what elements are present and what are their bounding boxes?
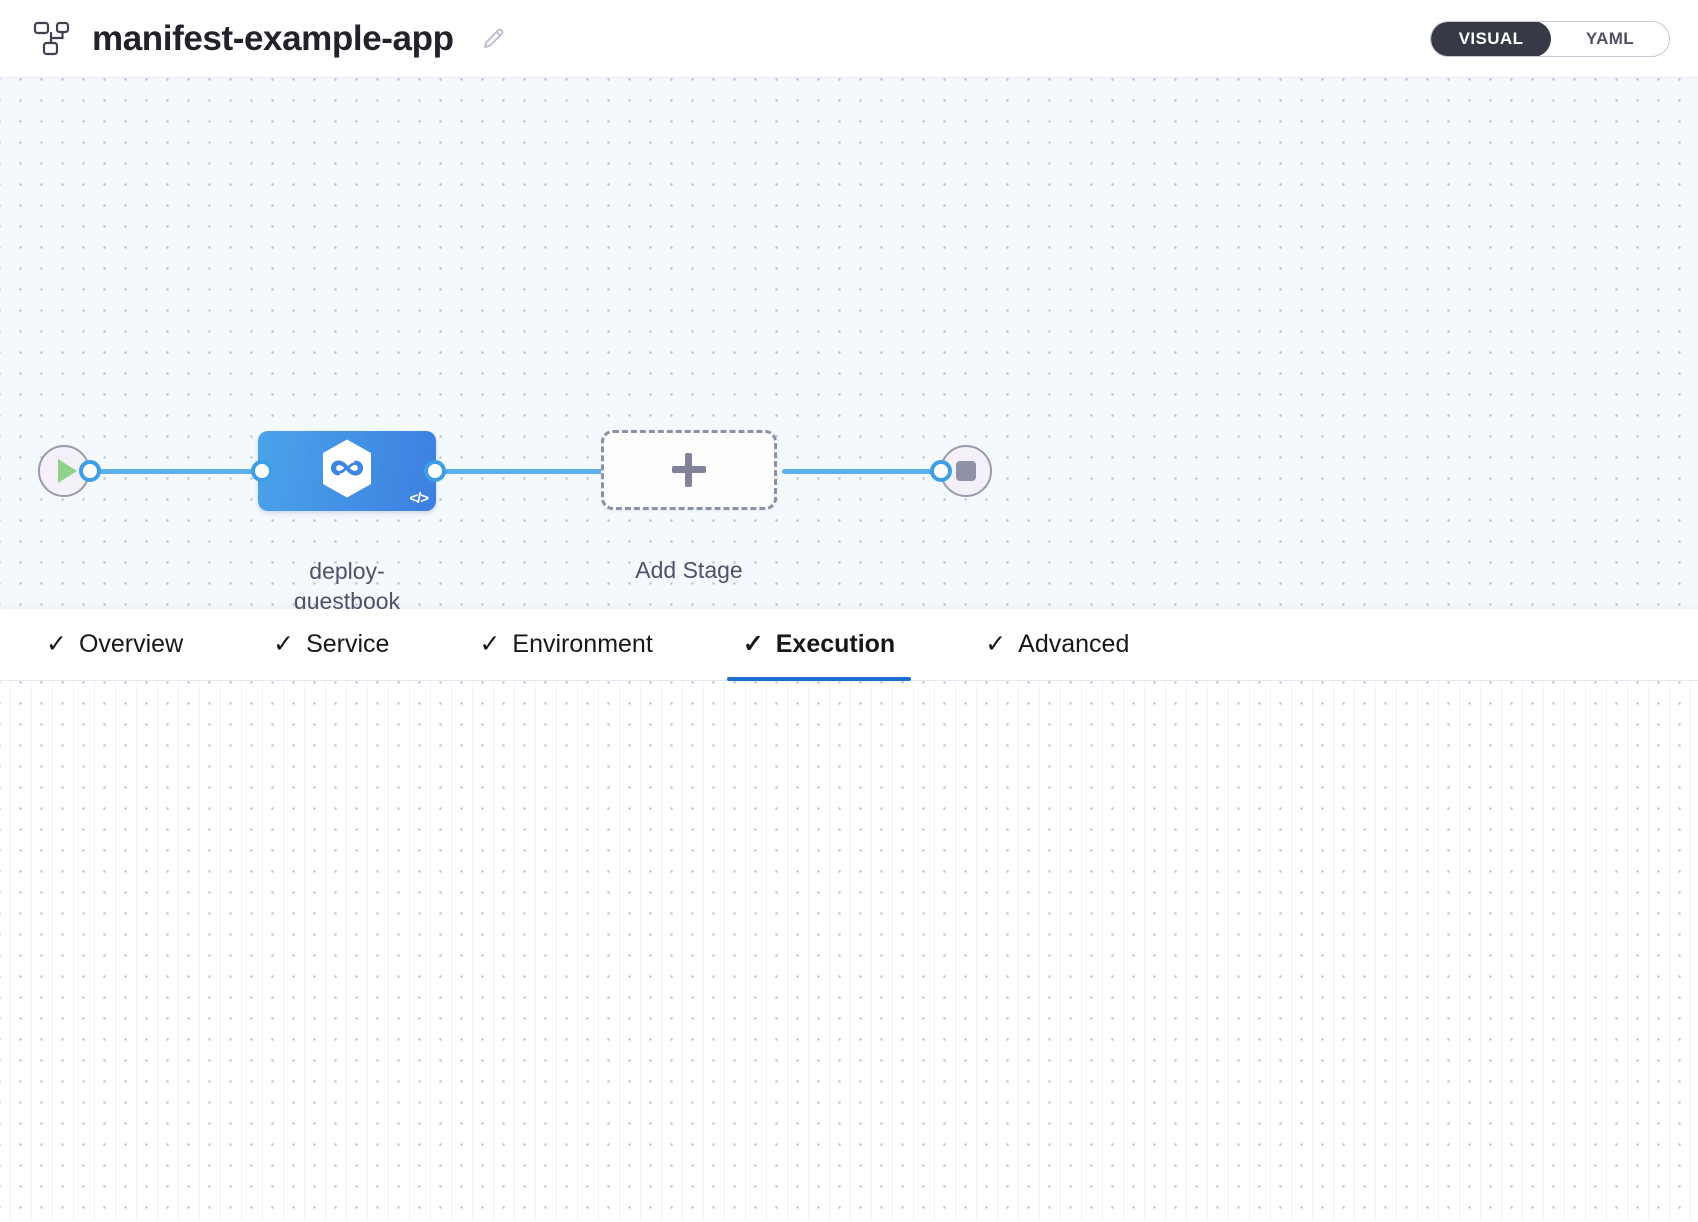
- page-title: manifest-example-app: [92, 18, 454, 58]
- tab-advanced[interactable]: ✓ Advanced: [969, 609, 1145, 680]
- tab-service-label: Service: [306, 630, 390, 658]
- header-left-group: manifest-example-app: [30, 17, 508, 61]
- port-start-out[interactable]: [79, 460, 101, 482]
- pipeline-nodes-icon: [30, 17, 74, 61]
- check-icon: ✓: [273, 630, 295, 658]
- stage-config-tabs[interactable]: ✓ Overview ✓ Service ✓ Environment ✓ Exe…: [0, 609, 1698, 681]
- add-stage-label: Add Stage: [635, 557, 743, 583]
- app-header: manifest-example-app VISUAL YAML: [0, 0, 1698, 78]
- tab-execution-label: Execution: [775, 630, 896, 658]
- play-icon: [57, 459, 77, 483]
- execution-canvas[interactable]: HarnessApprov al_1 </> K8sCanary: [0, 681, 1698, 1221]
- tab-execution[interactable]: ✓ Execution: [726, 609, 912, 681]
- tab-environment-label: Environment: [512, 630, 653, 658]
- add-stage-button[interactable]: [601, 430, 777, 510]
- wire-stage-to-addstage: [432, 469, 612, 474]
- view-mode-visual[interactable]: VISUAL: [1431, 21, 1551, 56]
- view-mode-yaml[interactable]: YAML: [1585, 28, 1635, 48]
- view-mode-toggle[interactable]: VISUAL YAML: [1430, 20, 1670, 57]
- execution-node-layer: HarnessApprov al_1 </> K8sCanary: [0, 681, 1698, 1221]
- stop-icon: [956, 461, 976, 481]
- wire-start-to-stage: [86, 469, 266, 474]
- wire-addstage-to-end: [782, 469, 958, 474]
- check-icon: ✓: [742, 630, 764, 658]
- tab-overview-label: Overview: [78, 630, 184, 658]
- tab-overview[interactable]: ✓ Overview: [30, 609, 199, 680]
- stage-label-deploy-guestbook: deploy- guestbook: [293, 558, 401, 609]
- tab-environment[interactable]: ✓ Environment: [463, 609, 668, 680]
- stage-node-layer: </> deploy- guestbook Add Stage: [0, 78, 1698, 609]
- stage-start-node[interactable]: [38, 445, 90, 497]
- port-stage-in[interactable]: [251, 460, 273, 482]
- tab-advanced-label: Advanced: [1018, 630, 1130, 658]
- pencil-edit-icon[interactable]: [478, 24, 508, 54]
- check-icon: ✓: [46, 630, 67, 658]
- stage-canvas[interactable]: </> deploy- guestbook Add Stage: [0, 78, 1698, 609]
- check-icon: ✓: [985, 630, 1007, 658]
- harness-hexagon-icon: [318, 438, 376, 505]
- stage-node-deploy-guestbook[interactable]: </>: [258, 431, 436, 511]
- check-icon: ✓: [479, 630, 501, 658]
- plus-icon: [672, 453, 706, 487]
- port-end-in[interactable]: [930, 460, 952, 482]
- header-right-group: VISUAL YAML: [1430, 20, 1670, 57]
- tab-service[interactable]: ✓ Service: [257, 609, 405, 680]
- port-stage-out[interactable]: [424, 460, 446, 482]
- stage-code-badge-icon[interactable]: </>: [409, 490, 429, 507]
